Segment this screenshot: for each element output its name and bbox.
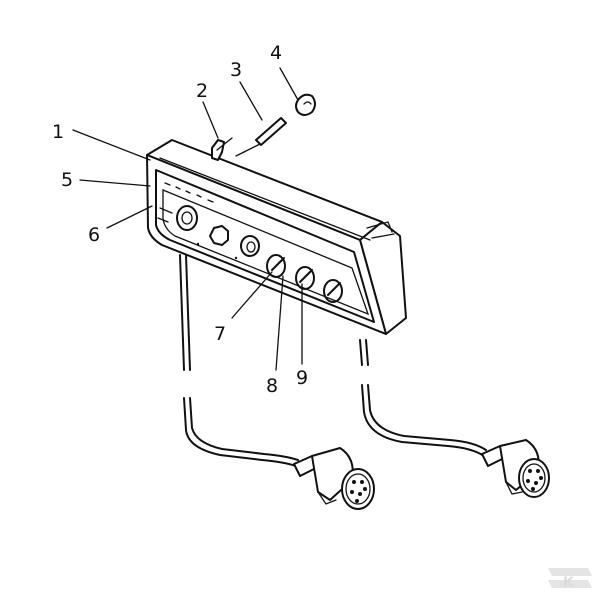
part-2-clip — [211, 137, 233, 161]
callout-3: 3 — [230, 59, 242, 81]
callout-8: 8 — [266, 375, 278, 397]
callout-7: 7 — [214, 323, 226, 345]
leader-lines — [72, 67, 303, 371]
part-3-pin — [235, 117, 287, 157]
plug-left — [293, 447, 375, 510]
part-4-knob — [295, 93, 316, 116]
watermark-logo: K — [548, 568, 592, 591]
cable-right — [359, 339, 487, 457]
callout-2: 2 — [196, 80, 208, 102]
cable-left — [179, 254, 299, 467]
watermark-text: K — [563, 575, 575, 591]
callout-6: 6 — [88, 224, 100, 246]
callout-1: 1 — [52, 121, 64, 143]
callout-5: 5 — [61, 169, 73, 191]
panel-controls — [176, 205, 343, 303]
switch-panel-housing — [146, 139, 407, 335]
plug-right — [481, 439, 550, 498]
callout-9: 9 — [296, 367, 308, 389]
callout-4: 4 — [270, 42, 282, 64]
